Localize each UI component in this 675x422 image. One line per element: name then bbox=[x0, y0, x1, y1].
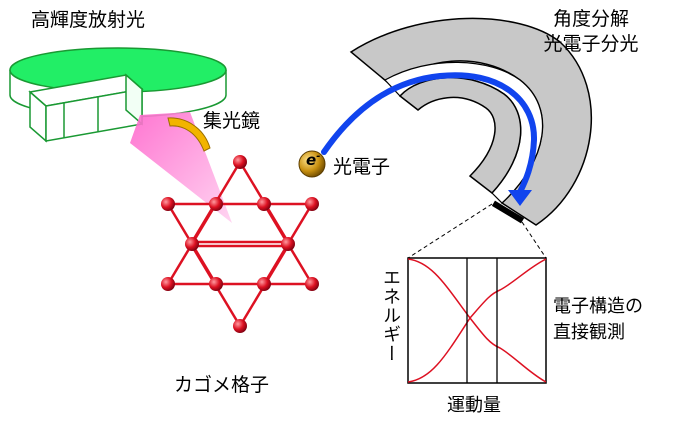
kagome-label: カゴメ格子 bbox=[174, 374, 270, 396]
electronic-label-line2: 直接観測 bbox=[553, 322, 625, 343]
photon-beam bbox=[130, 112, 232, 223]
electron-trajectory bbox=[321, 72, 538, 206]
electronic-structure-label: 電子構造の 直接観測 bbox=[553, 294, 643, 346]
mirror-label: 集光鏡 bbox=[203, 110, 261, 132]
axis-y-label: エネルギー bbox=[380, 268, 401, 363]
kagome-lattice-icon bbox=[161, 155, 319, 333]
mirror-icon bbox=[167, 117, 211, 152]
band-plot-icon bbox=[407, 257, 547, 384]
arpes-label-line1: 角度分解 bbox=[552, 8, 629, 30]
synchrotron-label: 高輝度放射光 bbox=[31, 9, 146, 31]
electron-symbol-sup: - bbox=[316, 151, 321, 162]
arpes-label: 角度分解 光電子分光 bbox=[531, 7, 651, 57]
projection-line-right bbox=[521, 221, 547, 259]
electronic-label-line1: 電子構造の bbox=[553, 296, 643, 317]
electron-ball-icon bbox=[298, 150, 326, 178]
photoelectron-label: 光電子 bbox=[333, 156, 391, 178]
hemispherical-analyzer-icon bbox=[349, 17, 592, 226]
axis-x-label: 運動量 bbox=[447, 395, 501, 416]
detector-icon bbox=[491, 200, 525, 224]
projection-line-left bbox=[407, 203, 493, 259]
arpes-label-line2: 光電子分光 bbox=[543, 33, 639, 55]
electron-symbol-e: e bbox=[306, 151, 317, 169]
electron-symbol: e- bbox=[306, 151, 320, 169]
